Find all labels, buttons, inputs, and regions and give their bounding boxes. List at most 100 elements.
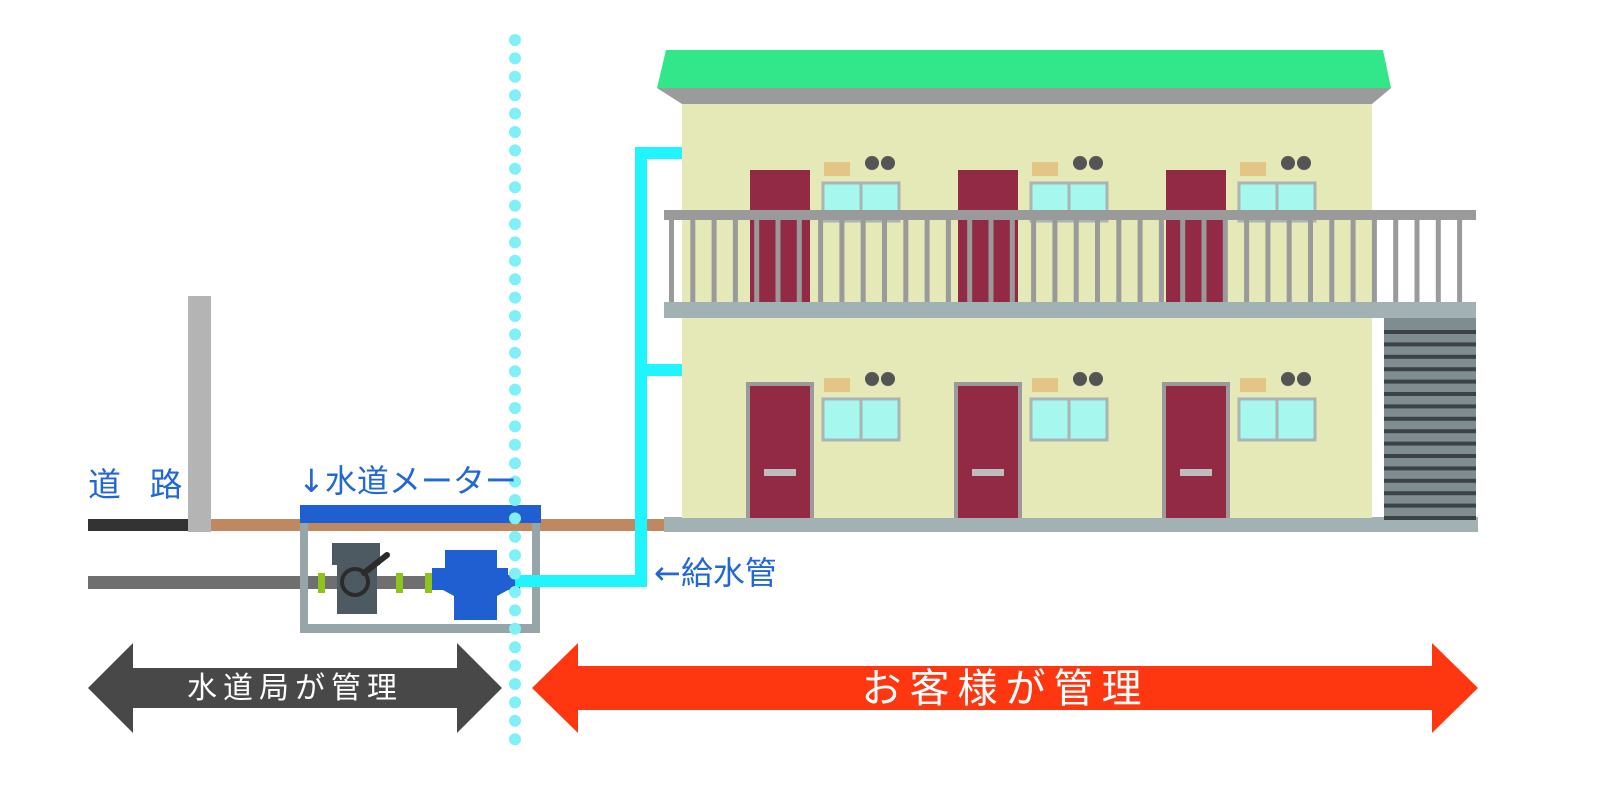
door <box>750 386 810 518</box>
baluster <box>1052 220 1058 302</box>
road-surface <box>88 519 200 531</box>
supply-pipe <box>515 147 684 587</box>
baluster <box>690 220 696 302</box>
baluster <box>1350 220 1356 302</box>
stair-step <box>1384 342 1476 347</box>
door <box>958 386 1018 518</box>
meter-box-floor <box>300 624 540 633</box>
customer-managed-label: お客様が管理 <box>861 666 1150 712</box>
balcony-railing <box>664 210 1476 318</box>
stair-step <box>1384 429 1476 434</box>
apartment-building <box>657 50 1476 520</box>
baluster <box>1009 220 1015 302</box>
first-floor <box>746 372 1317 518</box>
balusters <box>669 220 1463 302</box>
meter-box-wall-left <box>300 523 308 633</box>
stair-step <box>1384 466 1476 471</box>
baluster <box>775 220 781 302</box>
vent-icon <box>865 372 1311 386</box>
door <box>1166 170 1226 310</box>
stair-step <box>1384 516 1476 520</box>
stop-valve <box>332 543 390 614</box>
baluster <box>1073 220 1079 302</box>
baluster <box>924 220 930 302</box>
door-handle <box>972 469 1004 476</box>
stair-step <box>1384 379 1476 384</box>
meter-box-lid <box>300 505 541 523</box>
meter-body <box>432 568 520 620</box>
baluster <box>860 220 866 302</box>
valve-top <box>332 543 380 565</box>
stair-step <box>1384 503 1476 508</box>
valve-handle <box>361 552 390 576</box>
door-handle <box>1180 469 1212 476</box>
balcony-slab <box>664 302 1476 318</box>
stair-step <box>1384 367 1476 372</box>
stair-step <box>1384 441 1476 446</box>
bureau-managed-label: 水道局が管理 <box>187 671 403 706</box>
door-handle <box>764 469 796 476</box>
baluster <box>1265 220 1271 302</box>
baluster <box>796 220 802 302</box>
stair-steps <box>1384 330 1476 520</box>
baluster <box>669 220 674 302</box>
valve-wheel <box>340 567 370 597</box>
vent-icon <box>865 156 1311 170</box>
baluster <box>1329 220 1335 302</box>
baluster <box>1435 220 1441 302</box>
joint <box>425 573 432 593</box>
water-meter-label: ↓水道メーター <box>298 462 517 500</box>
roof-eave <box>657 88 1391 104</box>
baluster <box>1031 220 1037 302</box>
joint <box>318 573 325 593</box>
supply-pipe-label: ←給水管 <box>654 554 777 592</box>
staircase <box>1384 318 1476 520</box>
nameplate <box>824 162 850 176</box>
baluster <box>1457 220 1463 302</box>
nameplate <box>824 378 850 392</box>
customer-managed-arrow <box>532 643 1478 733</box>
nameplate <box>1240 378 1266 392</box>
nameplate <box>1032 162 1058 176</box>
baluster <box>1158 220 1164 302</box>
baluster <box>818 220 824 302</box>
baluster <box>1222 220 1228 302</box>
ground <box>88 517 1478 532</box>
stair-step <box>1384 392 1476 396</box>
pipe-joints <box>318 573 432 593</box>
building-foundation <box>664 517 1478 532</box>
baluster <box>1308 220 1313 302</box>
water-meter <box>432 550 520 620</box>
second-floor <box>664 156 1476 318</box>
baluster <box>1371 220 1377 302</box>
bureau-managed-arrow <box>88 643 502 733</box>
stair-step <box>1384 416 1476 421</box>
stair-step <box>1384 330 1476 334</box>
baluster <box>882 220 887 302</box>
baluster <box>1286 220 1292 302</box>
nameplate <box>1032 378 1058 392</box>
baluster <box>988 220 994 302</box>
nameplate <box>1240 162 1266 176</box>
baluster <box>903 220 909 302</box>
stair-step <box>1384 491 1476 496</box>
baluster <box>732 220 738 302</box>
baluster <box>1180 220 1186 302</box>
baluster <box>1244 220 1250 302</box>
baluster <box>967 220 973 302</box>
stair-step <box>1384 404 1476 409</box>
boundary-post <box>188 296 211 532</box>
baluster <box>839 220 845 302</box>
baluster <box>1201 220 1207 302</box>
roof <box>657 50 1391 88</box>
baluster <box>1414 220 1420 302</box>
joint <box>396 573 403 593</box>
meter-cap <box>445 550 497 568</box>
baluster <box>945 220 951 302</box>
stair-step <box>1384 454 1476 458</box>
baluster <box>1095 220 1100 302</box>
baluster <box>1393 220 1399 302</box>
door <box>1166 386 1226 518</box>
